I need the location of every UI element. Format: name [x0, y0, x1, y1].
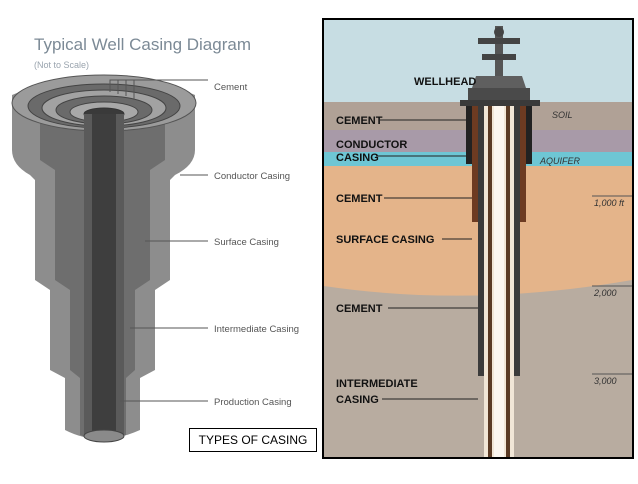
label-intermediate-2: CASING	[336, 394, 379, 406]
casing-cutaway-panel: Typical Well Casing Diagram (Not to Scal…	[0, 0, 322, 479]
label-aquifer: AQUIFER	[539, 156, 581, 166]
label-production-casing: Production Casing	[214, 397, 292, 408]
production-casing-inner	[92, 114, 116, 436]
label-cement-1: CEMENT	[336, 115, 383, 127]
well-cross-section-panel: WELLHEAD CEMENT CONDUCTOR CASING CEMENT …	[322, 18, 634, 459]
label-intermediate-casing: Intermediate Casing	[214, 324, 299, 335]
right-leader-lines	[376, 119, 478, 400]
leader-lines	[109, 79, 208, 402]
label-wellhead: WELLHEAD	[414, 76, 476, 88]
production-casing-bottom	[83, 429, 125, 443]
wellhead-assembly	[460, 26, 540, 106]
label-cement: Cement	[214, 82, 248, 93]
label-cement-3: CEMENT	[336, 303, 383, 315]
types-of-casing-caption: TYPES OF CASING	[189, 428, 317, 452]
label-soil: SOIL	[552, 110, 573, 120]
label-depth-3000: 3,000	[594, 376, 617, 386]
label-conductor-2: CASING	[336, 152, 379, 164]
well-cross-section-svg: WELLHEAD CEMENT CONDUCTOR CASING CEMENT …	[322, 18, 634, 459]
label-intermediate-1: INTERMEDIATE	[336, 378, 418, 390]
label-conductor-1: CONDUCTOR	[336, 139, 407, 151]
well-casings	[466, 106, 532, 457]
depth-markers	[592, 195, 632, 375]
label-surface-casing: SURFACE CASING	[336, 234, 434, 246]
label-surface-casing: Surface Casing	[214, 237, 279, 248]
label-cement-2: CEMENT	[336, 193, 383, 205]
diagram-title: Typical Well Casing Diagram	[34, 35, 251, 54]
diagram-subtitle: (Not to Scale)	[34, 60, 89, 70]
label-depth-1000: 1,000 ft	[594, 198, 625, 208]
label-conductor-casing: Conductor Casing	[214, 171, 290, 182]
label-depth-2000: 2,000	[593, 288, 617, 298]
casing-cutaway-svg: Typical Well Casing Diagram (Not to Scal…	[11, 35, 299, 443]
